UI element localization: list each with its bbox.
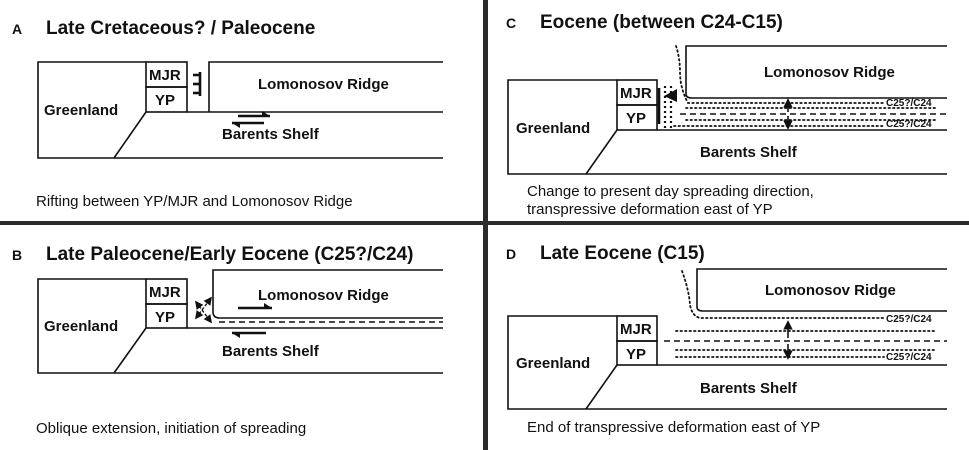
panel-d: D Late Eocene (C15) Greenland MJR YP Lom… bbox=[506, 243, 947, 436]
panel-d-caption: End of transpressive deformation east of… bbox=[527, 419, 820, 436]
vertical-divider bbox=[483, 0, 488, 450]
panel-d-mjr-label: MJR bbox=[620, 321, 652, 338]
panel-c-yp-label: YP bbox=[626, 110, 646, 127]
panel-a-letter: A bbox=[12, 21, 22, 37]
panel-c-transpression-zone bbox=[657, 86, 677, 128]
horizontal-divider bbox=[0, 221, 969, 225]
panel-d-yp-label: YP bbox=[626, 346, 646, 363]
panel-a-barents-label: Barents Shelf bbox=[222, 126, 320, 143]
panel-b-lomonosov-block bbox=[212, 269, 443, 319]
panel-d-barents-label: Barents Shelf bbox=[700, 380, 798, 397]
panel-c-caption-line2: transpressive deformation east of YP bbox=[527, 201, 773, 218]
panel-a-caption: Rifting between YP/MJR and Lomonosov Rid… bbox=[36, 193, 353, 210]
panel-c-caption-line1: Change to present day spreading directio… bbox=[527, 183, 814, 200]
panel-b-strike-slip-arrows bbox=[232, 303, 272, 338]
panel-a-title: Late Cretaceous? / Paleocene bbox=[46, 18, 315, 39]
panel-b-mjr-label: MJR bbox=[149, 284, 181, 301]
panel-c-anomaly-top-line bbox=[675, 45, 885, 104]
panel-b-lomonosov-label: Lomonosov Ridge bbox=[258, 287, 389, 304]
panel-d-greenland-label: Greenland bbox=[516, 355, 590, 372]
panel-d-title: Late Eocene (C15) bbox=[540, 243, 705, 264]
panel-d-anomaly-top-line bbox=[681, 270, 885, 319]
panel-d-lomonosov-label: Lomonosov Ridge bbox=[765, 282, 896, 299]
panel-a-greenland-label: Greenland bbox=[44, 102, 118, 119]
panel-c-lomonosov-label: Lomonosov Ridge bbox=[764, 64, 895, 81]
panel-c-yp-block bbox=[616, 104, 658, 131]
panel-a: A Late Cretaceous? / Paleocene Greenland… bbox=[12, 18, 443, 210]
panel-c-mjr-label: MJR bbox=[620, 85, 652, 102]
panel-d-anomaly-bottom-label: C25?/C24 bbox=[886, 352, 932, 363]
panel-a-yp-block bbox=[145, 86, 188, 113]
panel-d-yp-block bbox=[616, 340, 658, 366]
panel-b-yp-block bbox=[145, 303, 188, 329]
panel-b: B Late Paleocene/Early Eocene (C25?/C24)… bbox=[12, 244, 443, 437]
panel-c-lomonosov-block bbox=[685, 45, 947, 99]
panel-a-strike-slip-arrows bbox=[232, 111, 270, 128]
panel-a-lomonosov-label: Lomonosov Ridge bbox=[258, 76, 389, 93]
panel-d-greenland-block bbox=[507, 315, 947, 410]
panel-a-mjr-label: MJR bbox=[149, 67, 181, 84]
panel-c-letter: C bbox=[506, 15, 516, 31]
panel-a-greenland-block bbox=[37, 61, 443, 159]
panel-d-letter: D bbox=[506, 246, 516, 262]
panel-a-lomonosov-block bbox=[208, 61, 443, 112]
panel-c: C Eocene (between C24-C15) Greenland MJR… bbox=[506, 12, 947, 218]
panel-c-barents-label: Barents Shelf bbox=[700, 144, 798, 161]
panel-b-oblique-extension-arrows bbox=[194, 296, 213, 324]
panel-c-greenland-label: Greenland bbox=[516, 120, 590, 137]
panel-d-lomonosov-block bbox=[696, 268, 947, 312]
panel-d-anomaly-top-label: C25?/C24 bbox=[886, 314, 932, 325]
panel-b-yp-label: YP bbox=[155, 309, 175, 326]
panel-b-caption: Oblique extension, initiation of spreadi… bbox=[36, 420, 306, 437]
panel-b-barents-label: Barents Shelf bbox=[222, 343, 320, 360]
panel-c-title: Eocene (between C24-C15) bbox=[540, 12, 783, 33]
panel-a-rift-symbol bbox=[193, 72, 202, 96]
panel-c-anomaly-top-label: C25?/C24 bbox=[886, 98, 932, 109]
panel-b-greenland-block bbox=[37, 278, 443, 374]
panel-c-anomaly-bottom-label: C25?/C24 bbox=[886, 119, 932, 130]
panel-a-yp-label: YP bbox=[155, 92, 175, 109]
panel-b-greenland-label: Greenland bbox=[44, 318, 118, 335]
panel-b-title: Late Paleocene/Early Eocene (C25?/C24) bbox=[46, 244, 414, 265]
panel-c-greenland-block bbox=[507, 79, 947, 175]
panel-b-letter: B bbox=[12, 247, 22, 263]
